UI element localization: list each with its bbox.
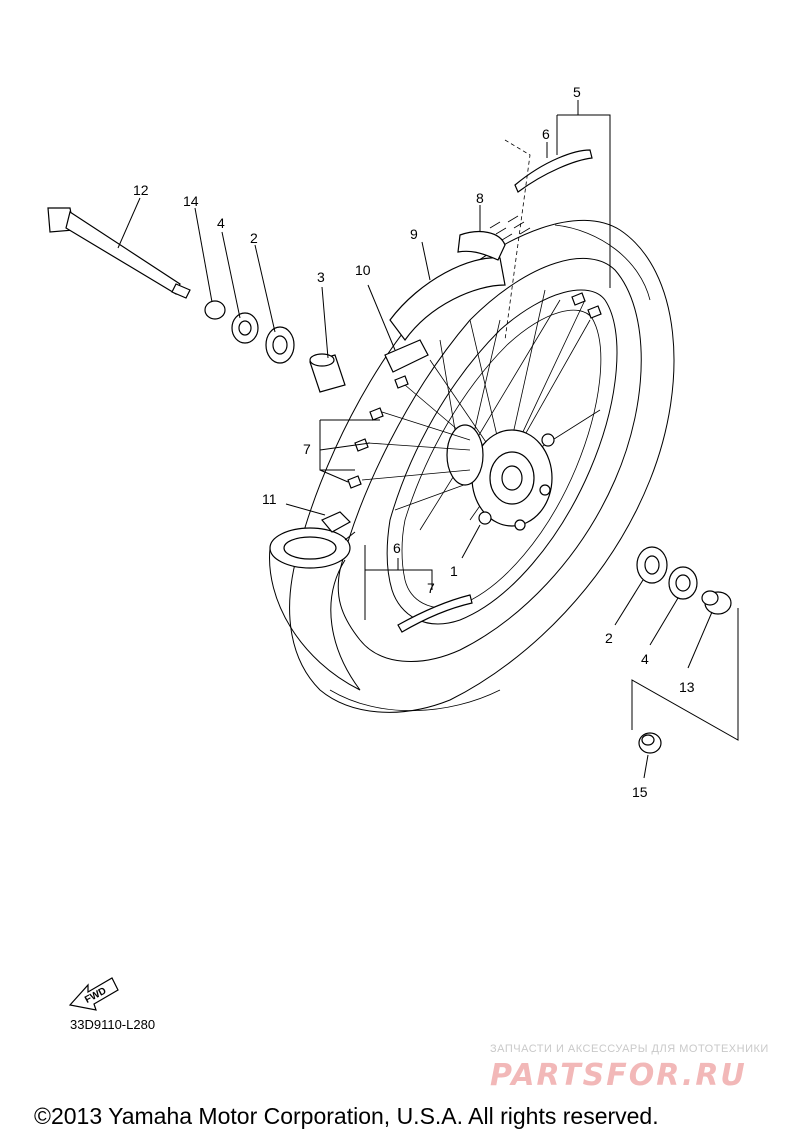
callout-4-right: 4 [641, 651, 649, 667]
axle [47, 207, 191, 299]
bearing-2-right [636, 546, 668, 584]
valve-band [384, 339, 429, 373]
callout-7: 7 [303, 441, 311, 457]
callout-13: 13 [679, 679, 695, 695]
inner-tube [269, 511, 361, 691]
copyright-notice: ©2013 Yamaha Motor Corporation, U.S.A. A… [34, 1103, 659, 1129]
callout-11: 11 [262, 491, 277, 507]
drawing-code: 33D9110-L280 [70, 1017, 156, 1032]
callout-1: 1 [450, 563, 458, 579]
collar-14 [204, 300, 226, 320]
callout-5-bottom: 6 [393, 540, 401, 556]
callout-5-top: 5 [573, 84, 581, 100]
rim [386, 289, 618, 625]
leader-lines [117, 100, 739, 779]
callout-6-top: 6 [542, 126, 550, 142]
callout-2-right: 2 [605, 630, 613, 646]
callout-3: 3 [317, 269, 325, 285]
fwd-arrow-icon: FWD [68, 977, 119, 1011]
callout-12: 12 [133, 182, 149, 198]
oil-seal-4-right [668, 566, 698, 600]
callout-2-left: 2 [250, 230, 258, 246]
callout-4-left: 4 [217, 215, 225, 231]
callout-labels: 5 6 8 9 10 3 2 4 14 12 7 11 6 1 7 2 4 13… [133, 84, 695, 800]
hub [446, 424, 555, 531]
watermark-tagline: ЗАПЧАСТИ И АКСЕССУАРЫ ДЛЯ МОТОТЕХНИКИ [490, 1043, 769, 1055]
collar-15 [638, 732, 662, 754]
callout-14: 14 [183, 193, 199, 209]
collar-13 [701, 590, 732, 615]
spoke-nipples [347, 292, 602, 489]
callout-10: 10 [355, 262, 371, 278]
rim-strip-top [514, 149, 593, 193]
rim-band [389, 231, 506, 342]
spacer-3 [309, 353, 346, 393]
rim-strip-bottom [397, 594, 473, 633]
watermark-logo: PARTSFOR.RU [490, 1058, 747, 1093]
oil-seal-4-left [231, 312, 259, 344]
bearing-2-left [265, 326, 295, 364]
callout-6-bottom: 7 [427, 580, 435, 596]
callout-8: 8 [476, 190, 484, 206]
callout-9: 9 [410, 226, 418, 242]
callout-15: 15 [632, 784, 648, 800]
tread-block [489, 215, 531, 241]
